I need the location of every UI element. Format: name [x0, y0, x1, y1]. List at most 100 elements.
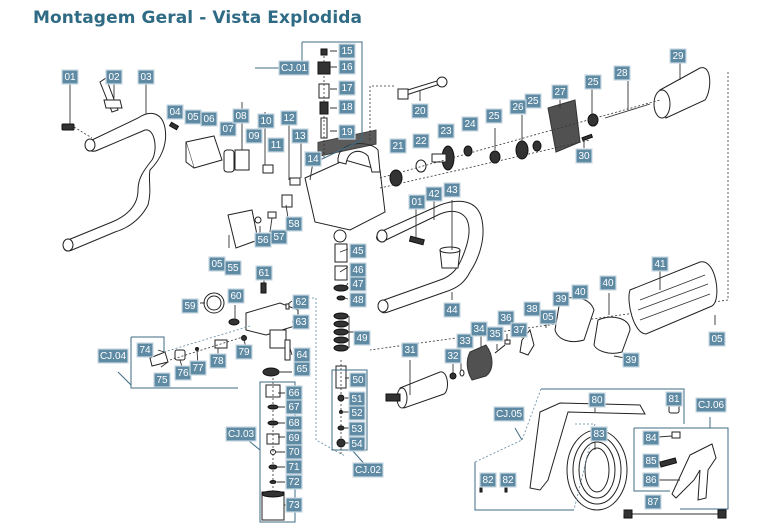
- label-part-57-text: 57: [273, 232, 285, 243]
- label-part-59-box: [181, 298, 199, 314]
- label-part-39: 39: [552, 291, 570, 307]
- label-part-22-text: 22: [415, 136, 427, 147]
- label-part-27-box: [551, 84, 569, 100]
- label-part-38-text: 38: [526, 304, 538, 315]
- label-part-72: 72: [285, 474, 303, 490]
- label-part-82-2: 82: [499, 472, 517, 488]
- label-part-21-box: [389, 138, 407, 154]
- label-part-32-box: [444, 348, 462, 364]
- label-part-14-text: 14: [307, 154, 319, 165]
- assembly-label-cj02-box: [352, 462, 384, 478]
- spray-gun-drawing: [671, 443, 717, 501]
- label-part-52-box: [348, 405, 366, 421]
- label-part-87-text: 87: [647, 497, 659, 508]
- label-part-24-box: [461, 116, 479, 132]
- label-part-24-text: 24: [464, 119, 476, 130]
- assembly-label-cj03-text: CJ.03: [228, 429, 255, 440]
- label-part-55-text: 55: [227, 263, 239, 274]
- label-part-80-box: [588, 392, 606, 408]
- label-part-82-2-box: [499, 472, 517, 488]
- label-part-01-text: 01: [64, 72, 76, 83]
- assembly-label-cj06: CJ.06: [695, 397, 727, 413]
- label-part-49-text: 49: [356, 333, 368, 344]
- label-part-11-box: [267, 137, 285, 153]
- label-part-78-box: [209, 353, 227, 369]
- label-part-31-box: [401, 342, 419, 358]
- label-part-14: 14: [304, 151, 322, 167]
- label-part-86: 86: [642, 472, 660, 488]
- label-part-17-box: [338, 80, 356, 96]
- label-part-71-text: 71: [288, 462, 300, 473]
- label-part-64: 64: [293, 347, 311, 363]
- label-part-12-text: 12: [283, 113, 295, 124]
- label-part-81-text: 81: [668, 394, 680, 405]
- label-part-82-text: 82: [482, 475, 494, 486]
- label-part-77-box: [189, 360, 207, 376]
- label-part-69: 69: [285, 430, 303, 446]
- label-part-15: 15: [338, 43, 356, 59]
- label-part-11: 11: [267, 137, 285, 153]
- label-part-20: 20: [411, 103, 429, 119]
- label-part-59: 59: [181, 298, 199, 314]
- label-part-83: 83: [590, 426, 608, 442]
- label-part-06-box: [200, 111, 218, 127]
- label-part-63-text: 63: [295, 317, 307, 328]
- label-part-23-text: 23: [440, 126, 452, 137]
- label-part-54-box: [348, 436, 366, 452]
- label-part-25-text: 25: [488, 111, 500, 122]
- label-part-54-text: 54: [351, 439, 363, 450]
- label-part-66-text: 66: [288, 388, 300, 399]
- label-part-70: 70: [285, 444, 303, 460]
- handle-rear-drawing: [376, 200, 484, 314]
- part-drawings: [61, 48, 729, 521]
- label-part-57: 57: [270, 229, 288, 245]
- label-part-10: 10: [257, 113, 275, 129]
- label-part-63-box: [292, 314, 310, 330]
- assembly-label-cj05-box: [493, 406, 525, 422]
- label-part-10-box: [257, 113, 275, 129]
- label-part-83-box: [590, 426, 608, 442]
- label-part-13-box: [291, 128, 309, 144]
- label-part-34: 34: [470, 321, 488, 337]
- label-part-74-text: 74: [139, 345, 151, 356]
- label-part-70-box: [285, 444, 303, 460]
- label-part-60: 60: [227, 288, 245, 304]
- label-part-04-text: 04: [169, 107, 181, 118]
- label-part-15-box: [338, 43, 356, 59]
- label-part-50-text: 50: [352, 375, 364, 386]
- label-part-73-box: [285, 497, 303, 513]
- label-part-02-box: [105, 69, 123, 85]
- label-part-19-text: 19: [341, 127, 353, 138]
- label-part-67: 67: [285, 399, 303, 415]
- label-part-28-box: [613, 65, 631, 81]
- label-part-40-2-box: [599, 275, 617, 291]
- label-part-54: 54: [348, 436, 366, 452]
- label-part-40-2: 40: [599, 275, 617, 291]
- assembly-label-cj04-text: CJ.04: [100, 351, 127, 362]
- label-part-47-box: [349, 276, 367, 292]
- label-part-21: 21: [389, 138, 407, 154]
- label-part-42: 42: [425, 186, 443, 202]
- label-part-44: 44: [443, 302, 461, 318]
- label-part-41-box: [651, 256, 669, 272]
- label-part-43-text: 43: [446, 185, 458, 196]
- label-part-40-text: 40: [574, 287, 586, 298]
- label-part-21-text: 21: [392, 141, 404, 152]
- assembly-label-cj04-box: [97, 348, 129, 364]
- label-part-65-box: [293, 361, 311, 377]
- cj02-outline: [331, 369, 368, 451]
- label-part-82-box: [479, 472, 497, 488]
- label-part-30-text: 30: [578, 151, 590, 162]
- assembly-label-cj06-text: CJ.06: [698, 400, 725, 411]
- label-part-32-text: 32: [447, 351, 459, 362]
- label-part-05-4-text: 05: [711, 334, 723, 345]
- label-part-41: 41: [651, 256, 669, 272]
- label-part-37-text: 37: [513, 325, 525, 336]
- label-part-85-box: [642, 453, 660, 469]
- label-part-04-box: [166, 104, 184, 120]
- label-part-33-box: [456, 333, 474, 349]
- label-part-35-box: [486, 326, 504, 342]
- label-part-25-3: 25: [584, 74, 602, 90]
- label-part-81: 81: [665, 391, 683, 407]
